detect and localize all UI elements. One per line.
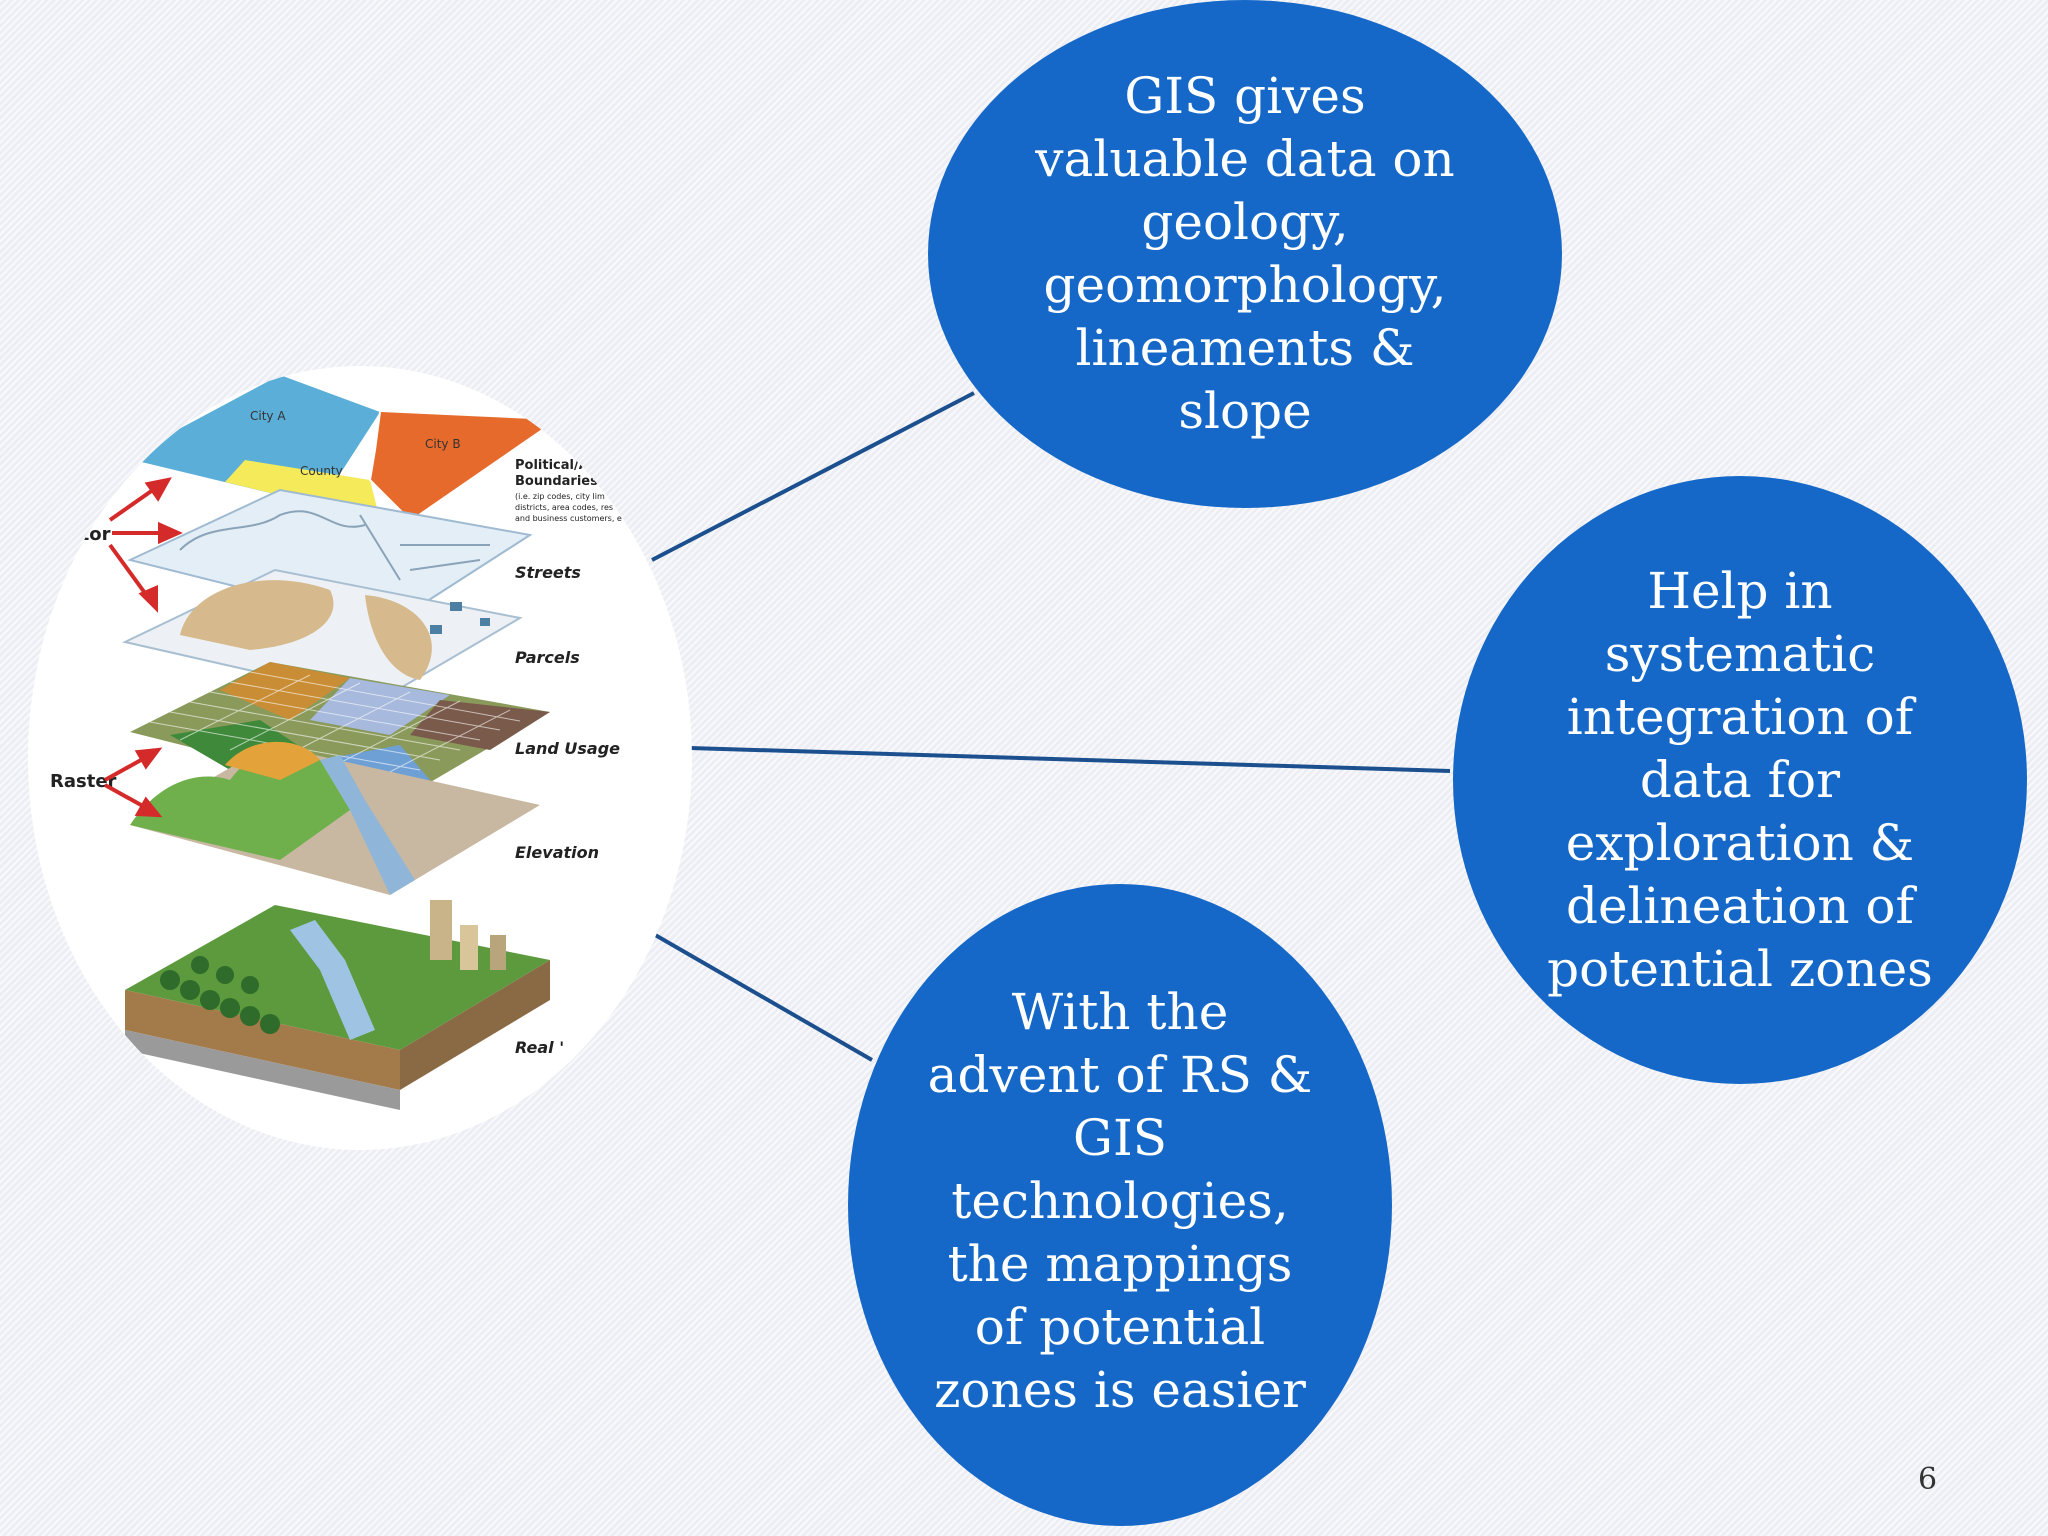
county-label: County xyxy=(300,464,343,478)
page-number: 6 xyxy=(1918,1462,1938,1497)
political-title-1: Political/Ac xyxy=(515,458,597,473)
political-note-3: and business customers, e xyxy=(515,514,622,523)
streets-label: Streets xyxy=(515,563,581,582)
raster-label: Raster xyxy=(50,771,117,792)
connector-right xyxy=(689,746,1451,773)
political-note-2: districts, area codes, res xyxy=(515,503,613,512)
connector-bottom xyxy=(649,930,873,1062)
political-boundaries-layer: City A City B County xyxy=(125,375,555,521)
bubble-gis-data: GIS gives valuable data on geology, geom… xyxy=(928,0,1562,508)
layer-labels: Political/Ac Boundaries (i.e. zip codes,… xyxy=(50,458,622,1057)
connector-top xyxy=(651,391,975,562)
bubble-integration: Help in systematic integration of data f… xyxy=(1453,476,2027,1084)
elevation-layer xyxy=(130,741,540,895)
bubble-rs-gis-advent-text: With the advent of RS & GIS technologies… xyxy=(927,982,1313,1419)
streets-layer xyxy=(127,488,533,627)
real-world-label: Real ' xyxy=(515,1038,564,1057)
bubble-rs-gis-advent: With the advent of RS & GIS technologies… xyxy=(848,884,1392,1526)
city-b-label: City B xyxy=(425,437,461,451)
bubble-integration-text: Help in systematic integration of data f… xyxy=(1547,561,1933,998)
political-note-1: (i.e. zip codes, city lim xyxy=(515,492,605,501)
land-usage-label: Land Usage xyxy=(515,739,620,758)
vector-label: ctor xyxy=(70,524,111,545)
real-world-layer xyxy=(125,900,550,1110)
elevation-label: Elevation xyxy=(515,843,599,862)
city-a-label: City A xyxy=(250,409,286,423)
red-arrows xyxy=(104,477,183,818)
gis-layers-illustration: City A City B County xyxy=(28,366,692,1150)
parcels-label: Parcels xyxy=(515,648,580,667)
political-title-2: Boundaries xyxy=(515,474,598,489)
bubble-gis-data-text: GIS gives valuable data on geology, geom… xyxy=(1035,67,1455,440)
